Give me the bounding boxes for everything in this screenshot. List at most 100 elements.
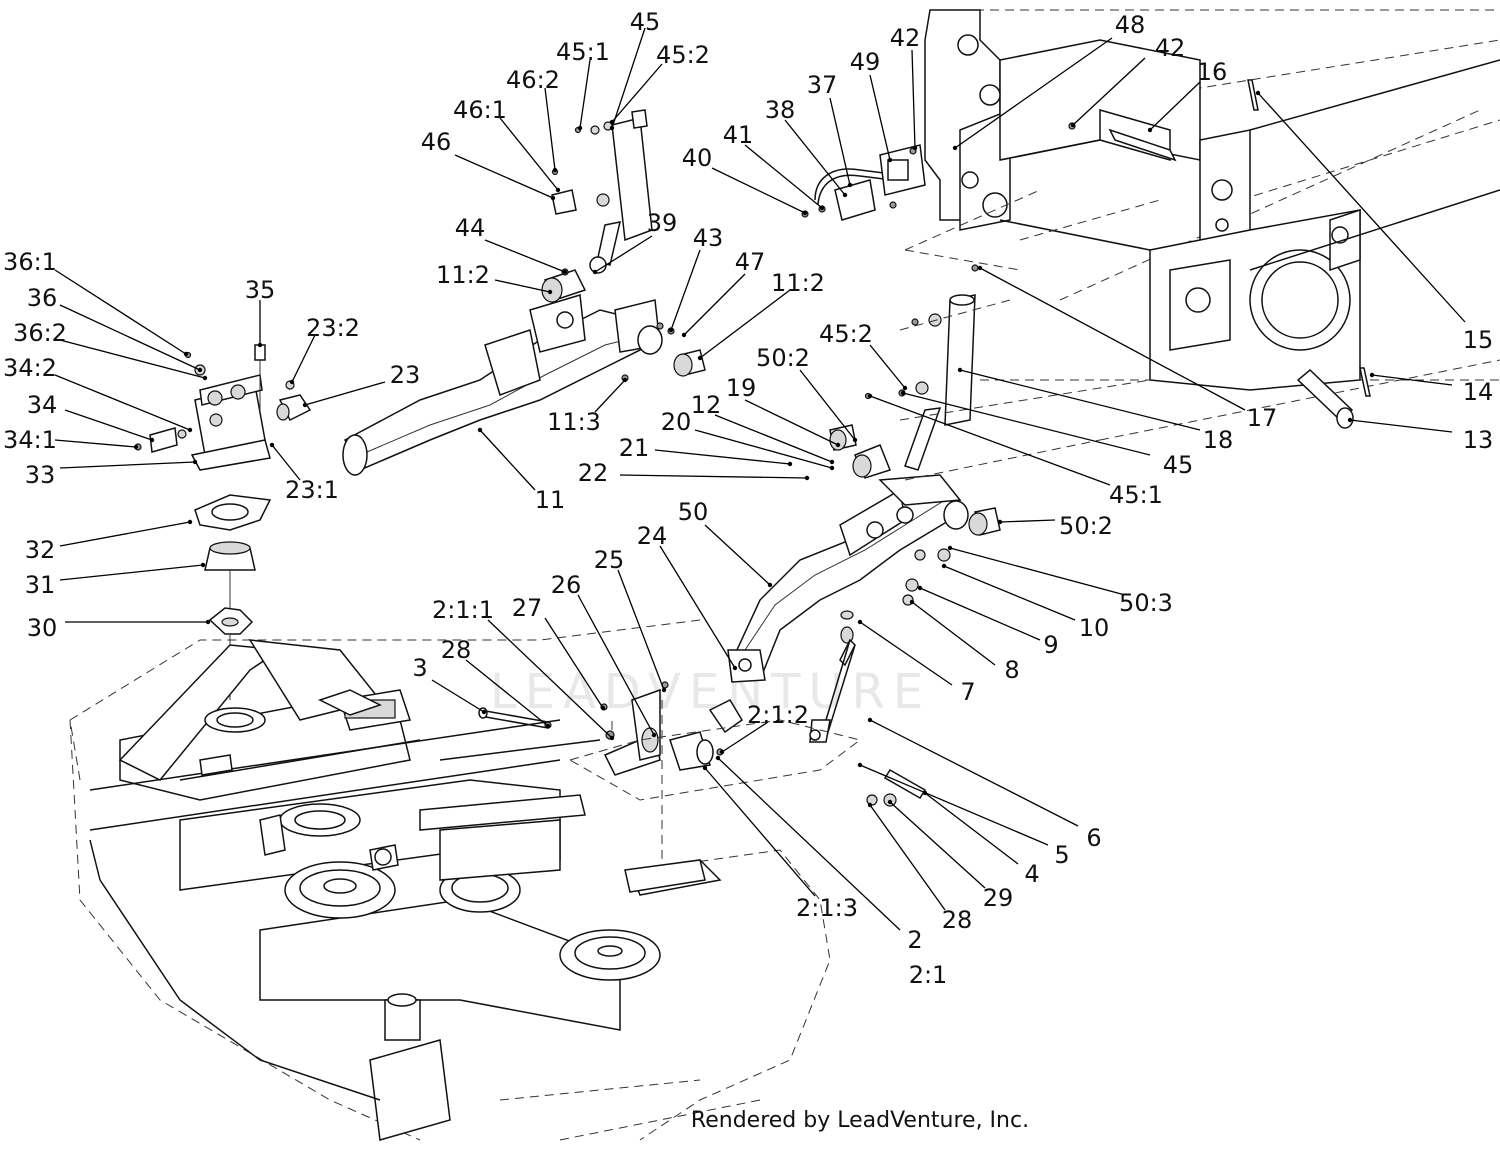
callout-label: 11:2 [771,269,825,297]
leader-line [291,334,316,383]
leader-line [304,381,386,406]
leader-line [1072,57,1146,126]
callout: 13 [1347,417,1494,454]
leader-line [594,379,626,413]
callout: 31 [25,562,206,599]
leader-tip [909,599,915,605]
leader-line [54,439,137,448]
callout: 11 [477,427,565,514]
callout: 22 [578,459,810,487]
leader-line [902,392,1151,456]
callout: 24 [637,522,738,671]
leader-line [431,679,485,713]
callout-label: 10 [1079,614,1110,642]
watermark-text: LEADVENTURE [490,664,931,720]
callout: 2:1 [909,961,948,989]
callout: 48 [952,11,1146,151]
callout-label: 45:1 [556,38,610,66]
leader-line [979,267,1246,411]
leader-tip [562,269,568,275]
leader-tip [133,444,139,450]
leader-line [1149,81,1201,131]
callout-label: 3 [412,654,427,682]
callout-label: 36:2 [13,319,67,347]
hydraulic-cylinder-18 [864,264,979,471]
leader-tip [847,182,853,188]
callout-label: 31 [25,571,56,599]
leader-tip [867,393,873,399]
callout: 34 [27,391,155,443]
callout-label: 34:2 [3,354,57,382]
callout: 16 [1147,58,1227,133]
leader-tip [622,377,628,383]
leader-line [869,804,946,911]
leader-line [54,374,191,431]
leader-tip [1070,122,1076,128]
leader-line [911,49,916,149]
leader-line [484,239,566,273]
callout: 45:1 [556,38,610,131]
callout: 19 [726,374,841,448]
leader-tip [867,802,873,808]
leader-tip [857,619,863,625]
lift-arm-11 [342,268,706,476]
callout: 23:2 [289,314,360,385]
callout-label: 4 [1024,860,1039,888]
callout: 17 [977,265,1278,432]
callout: 12 [691,391,835,465]
callout: 11:2 [697,269,825,361]
callout-label: 13 [1463,426,1494,454]
leader-line [924,792,1019,865]
leader-tip [200,562,206,568]
leader-line [869,74,891,161]
leader-line [59,564,204,581]
leader-tip [829,465,835,471]
leader-line [714,414,833,463]
callout-label: 45 [1163,451,1194,479]
leader-line [683,273,746,336]
callout-label: 11:2 [436,261,490,289]
callout-label: 45:1 [1109,481,1163,509]
callout: 42 [890,24,921,151]
callout: 50:3 [947,545,1173,617]
callout: 25 [594,546,667,693]
leader-line [611,27,646,129]
leader-tip [900,390,906,396]
leader-line [869,719,1079,827]
callout-label: 45:2 [819,320,873,348]
hydraulic-cylinder-upper [551,109,653,274]
leader-tip [802,210,808,216]
leader-line [869,395,1111,486]
callout-label: 17 [1247,404,1278,432]
callout: 2:1:1 [432,596,615,741]
callout-label: 28 [942,906,973,934]
leader-tip [481,709,487,715]
callout: 40 [682,144,808,216]
leader-tip [941,563,947,569]
leader-line [494,279,551,293]
callout: 36:2 [13,319,208,381]
callout: 36 [27,284,203,373]
callout-label: 50:3 [1119,589,1173,617]
leader-line [454,154,554,199]
callout: 28 [867,802,973,934]
callout-label: 18 [1203,426,1234,454]
leader-line [544,87,556,171]
callout: 38 [765,96,848,198]
leader-line [64,409,153,441]
callout: 20 [661,408,835,471]
leader-line [670,249,701,331]
callout-label: 15 [1463,326,1494,354]
leader-line [859,764,1049,846]
callout: 50 [678,498,773,588]
callout-label: 23 [390,361,421,389]
leader-line [704,524,771,586]
callout-label: 36:1 [3,248,57,276]
callout-label: 42 [890,24,921,52]
leader-tip [1347,417,1353,423]
callout: 47 [681,248,765,338]
pin-15 [1247,79,1259,111]
callout: 5 [857,762,1070,869]
callout-label: 48 [1115,11,1146,39]
callout-label: 42 [1155,34,1186,62]
